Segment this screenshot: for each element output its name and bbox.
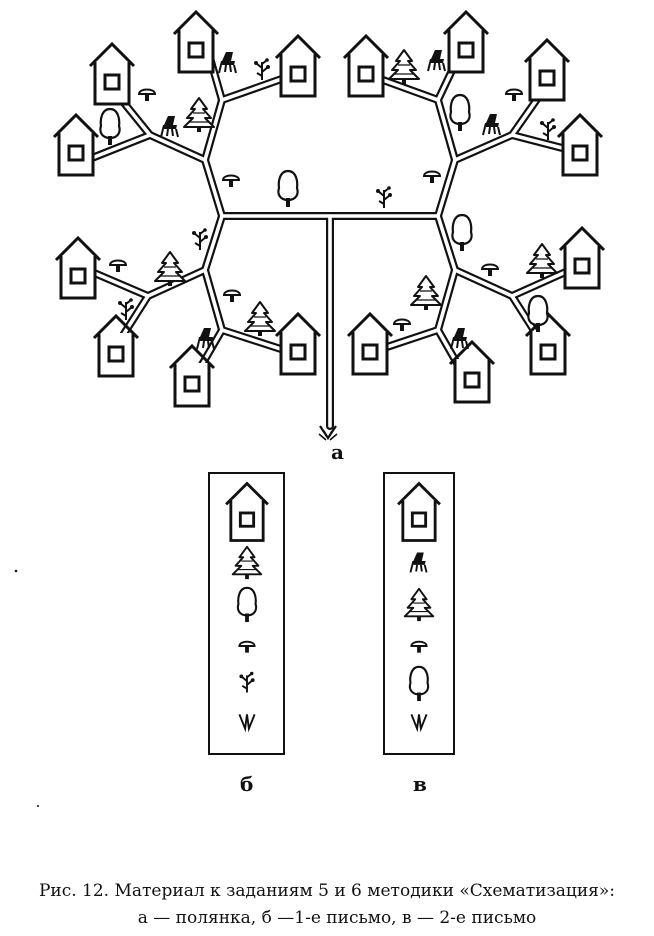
label-a: а: [331, 440, 344, 464]
glade-diagram: [14, 10, 606, 807]
road-fill: [436, 214, 572, 298]
mushroom-icon: [109, 259, 127, 273]
mushroom-icon: [393, 318, 411, 332]
house-icon: [172, 10, 220, 74]
spruce-tree-icon: [388, 49, 420, 85]
chair-icon: [218, 51, 237, 74]
scan-speck: [14, 569, 18, 573]
house-icon: [523, 38, 571, 102]
house-icon: [274, 34, 322, 98]
road-outline: [88, 131, 226, 220]
flower-icon: [191, 227, 209, 251]
letter-1-pictograms: [224, 482, 270, 730]
road-network: [88, 54, 574, 430]
house-icon: [346, 312, 394, 376]
grass-tuft-icon: [238, 713, 256, 730]
deciduous-tree-icon: [449, 93, 471, 133]
flower-icon: [253, 57, 271, 81]
house-icon: [556, 113, 604, 177]
chair-icon: [160, 115, 179, 138]
house-icon: [448, 340, 496, 404]
house-icon: [52, 113, 100, 177]
house-icon: [558, 226, 606, 290]
road-fill: [436, 133, 572, 218]
label-c: в: [413, 772, 427, 796]
flower-icon: [238, 670, 256, 694]
label-b: б: [240, 772, 254, 796]
mushroom-icon: [423, 170, 441, 184]
house-icon: [274, 312, 322, 376]
letter-1-frame: [208, 472, 285, 755]
grass-tuft-icon: [410, 713, 428, 730]
letter-2-pictograms: [396, 482, 442, 730]
house-icon: [88, 42, 136, 106]
caption-line-2: а — полянка, б —1-е письмо, в — 2-е пись…: [137, 908, 537, 928]
deciduous-tree-icon: [451, 213, 473, 253]
deciduous-tree-icon: [236, 586, 258, 624]
road-outline: [434, 131, 574, 220]
spruce-tree-icon: [231, 545, 263, 581]
mushroom-icon: [222, 174, 240, 188]
chair-icon: [409, 551, 428, 574]
road-outline: [88, 212, 226, 300]
house-icon: [396, 482, 442, 542]
mushroom-icon: [223, 289, 241, 303]
deciduous-tree-icon: [99, 107, 121, 147]
road-fill: [118, 294, 150, 342]
chair-icon: [427, 49, 446, 72]
spruce-tree-icon: [183, 97, 215, 133]
scan-speck: [37, 805, 39, 807]
road-fill: [90, 133, 224, 218]
house-icon: [342, 34, 390, 98]
road-fill: [90, 214, 224, 298]
spruce-tree-icon: [410, 275, 442, 311]
spruce-tree-icon: [526, 243, 558, 279]
mushroom-icon: [410, 640, 428, 654]
mushroom-icon: [505, 88, 523, 102]
spruce-tree-icon: [154, 251, 186, 287]
mushroom-icon: [238, 640, 256, 654]
spruce-tree-icon: [244, 301, 276, 337]
spruce-tree-icon: [403, 587, 435, 623]
chair-icon: [450, 327, 469, 350]
house-icon: [442, 10, 490, 74]
mushroom-icon: [138, 88, 156, 102]
caption-line-1: Рис. 12. Материал к заданиям 5 и 6 метод…: [38, 881, 616, 901]
house-icon: [224, 482, 270, 542]
letter-2-frame: [383, 472, 455, 755]
road-fill: [510, 93, 542, 137]
mushroom-icon: [481, 263, 499, 277]
exit-arrow-icon: [318, 425, 338, 441]
chair-icon: [482, 113, 501, 136]
flower-icon: [539, 117, 557, 141]
figure-caption: Рис. 12. Материал к заданиям 5 и 6 метод…: [0, 878, 654, 932]
house-icon: [54, 236, 102, 300]
deciduous-tree-icon: [277, 169, 299, 209]
deciduous-tree-icon: [408, 665, 430, 703]
flower-icon: [375, 185, 393, 209]
